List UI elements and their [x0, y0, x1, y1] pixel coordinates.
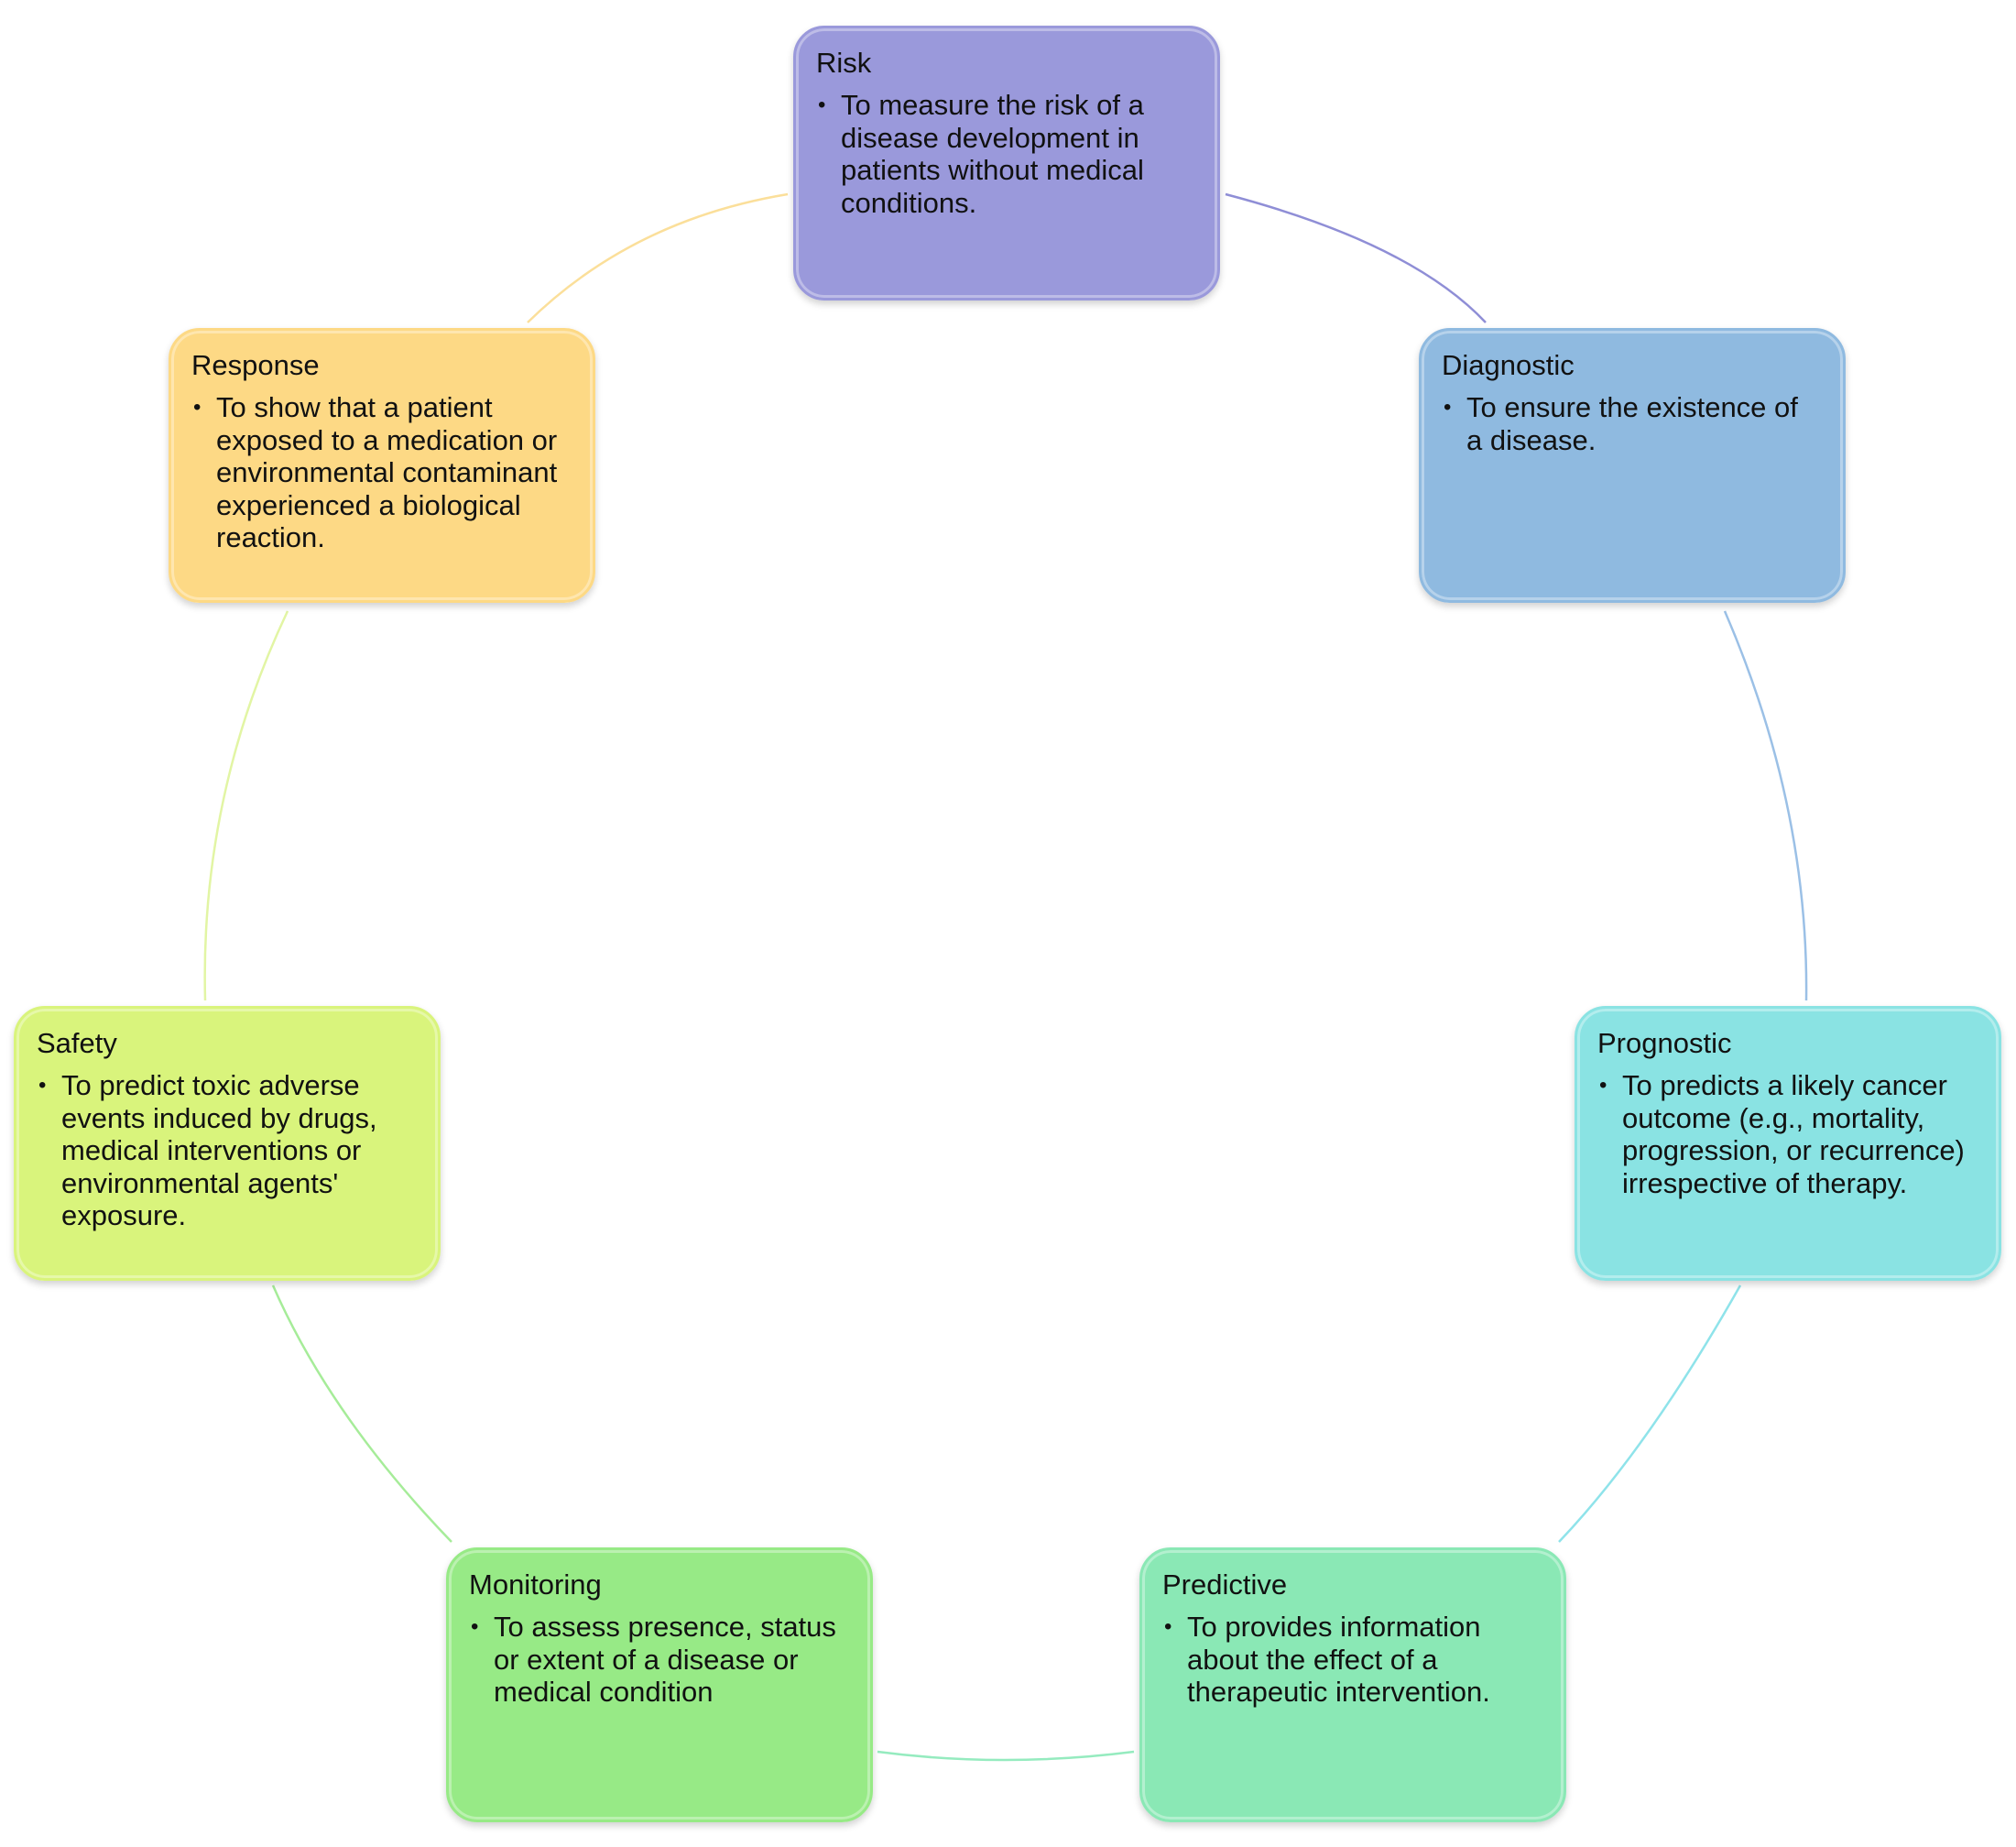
connector-safety-to-response: [203, 610, 289, 1001]
connector-response-to-risk: [527, 192, 789, 323]
node-prognostic-title: Prognostic: [1597, 1027, 1732, 1059]
node-prognostic: Prognostic To predicts a likely cancer o…: [1575, 1006, 2001, 1281]
node-monitoring-bullet: To assess presence, status or extent of …: [469, 1611, 848, 1709]
node-prognostic-bullets: To predicts a likely cancer outcome (e.g…: [1597, 1069, 1977, 1199]
node-response-bullets: To show that a patient exposed to a medi…: [191, 391, 571, 554]
connector-monitoring-to-safety: [271, 1284, 452, 1543]
node-predictive-title: Predictive: [1162, 1568, 1288, 1601]
connector-risk-to-diagnostic: [1225, 192, 1487, 323]
node-safety-bullet: To predict toxic adverse events induced …: [37, 1069, 416, 1232]
node-diagnostic: Diagnostic To ensure the existence of a …: [1419, 328, 1846, 603]
node-diagnostic-title: Diagnostic: [1442, 349, 1575, 381]
node-risk-bullets: To measure the risk of a disease develop…: [816, 89, 1195, 219]
node-safety: Safety To predict toxic adverse events i…: [14, 1006, 441, 1281]
node-safety-bullets: To predict toxic adverse events induced …: [37, 1069, 416, 1232]
connector-predictive-to-monitoring: [877, 1750, 1135, 1762]
node-risk: Risk To measure the risk of a disease de…: [793, 26, 1220, 301]
node-monitoring: Monitoring To assess presence, status or…: [446, 1547, 873, 1822]
node-predictive-bullet: To provides information about the effect…: [1162, 1611, 1542, 1709]
node-response: Response To show that a patient exposed …: [169, 328, 595, 603]
node-response-title: Response: [191, 349, 320, 381]
node-prognostic-bullet: To predicts a likely cancer outcome (e.g…: [1597, 1069, 1977, 1199]
connector-diagnostic-to-prognostic: [1723, 610, 1808, 1001]
node-response-bullet: To show that a patient exposed to a medi…: [191, 391, 571, 554]
node-diagnostic-bullet: To ensure the existence of a disease.: [1442, 391, 1821, 456]
node-predictive-bullets: To provides information about the effect…: [1162, 1611, 1542, 1709]
node-risk-title: Risk: [816, 47, 872, 79]
node-monitoring-bullets: To assess presence, status or extent of …: [469, 1611, 848, 1709]
node-predictive: Predictive To provides information about…: [1139, 1547, 1566, 1822]
connector-prognostic-to-predictive: [1558, 1284, 1742, 1543]
node-monitoring-title: Monitoring: [469, 1568, 602, 1601]
node-risk-bullet: To measure the risk of a disease develop…: [816, 89, 1195, 219]
node-safety-title: Safety: [37, 1027, 117, 1059]
node-diagnostic-bullets: To ensure the existence of a disease.: [1442, 391, 1821, 456]
